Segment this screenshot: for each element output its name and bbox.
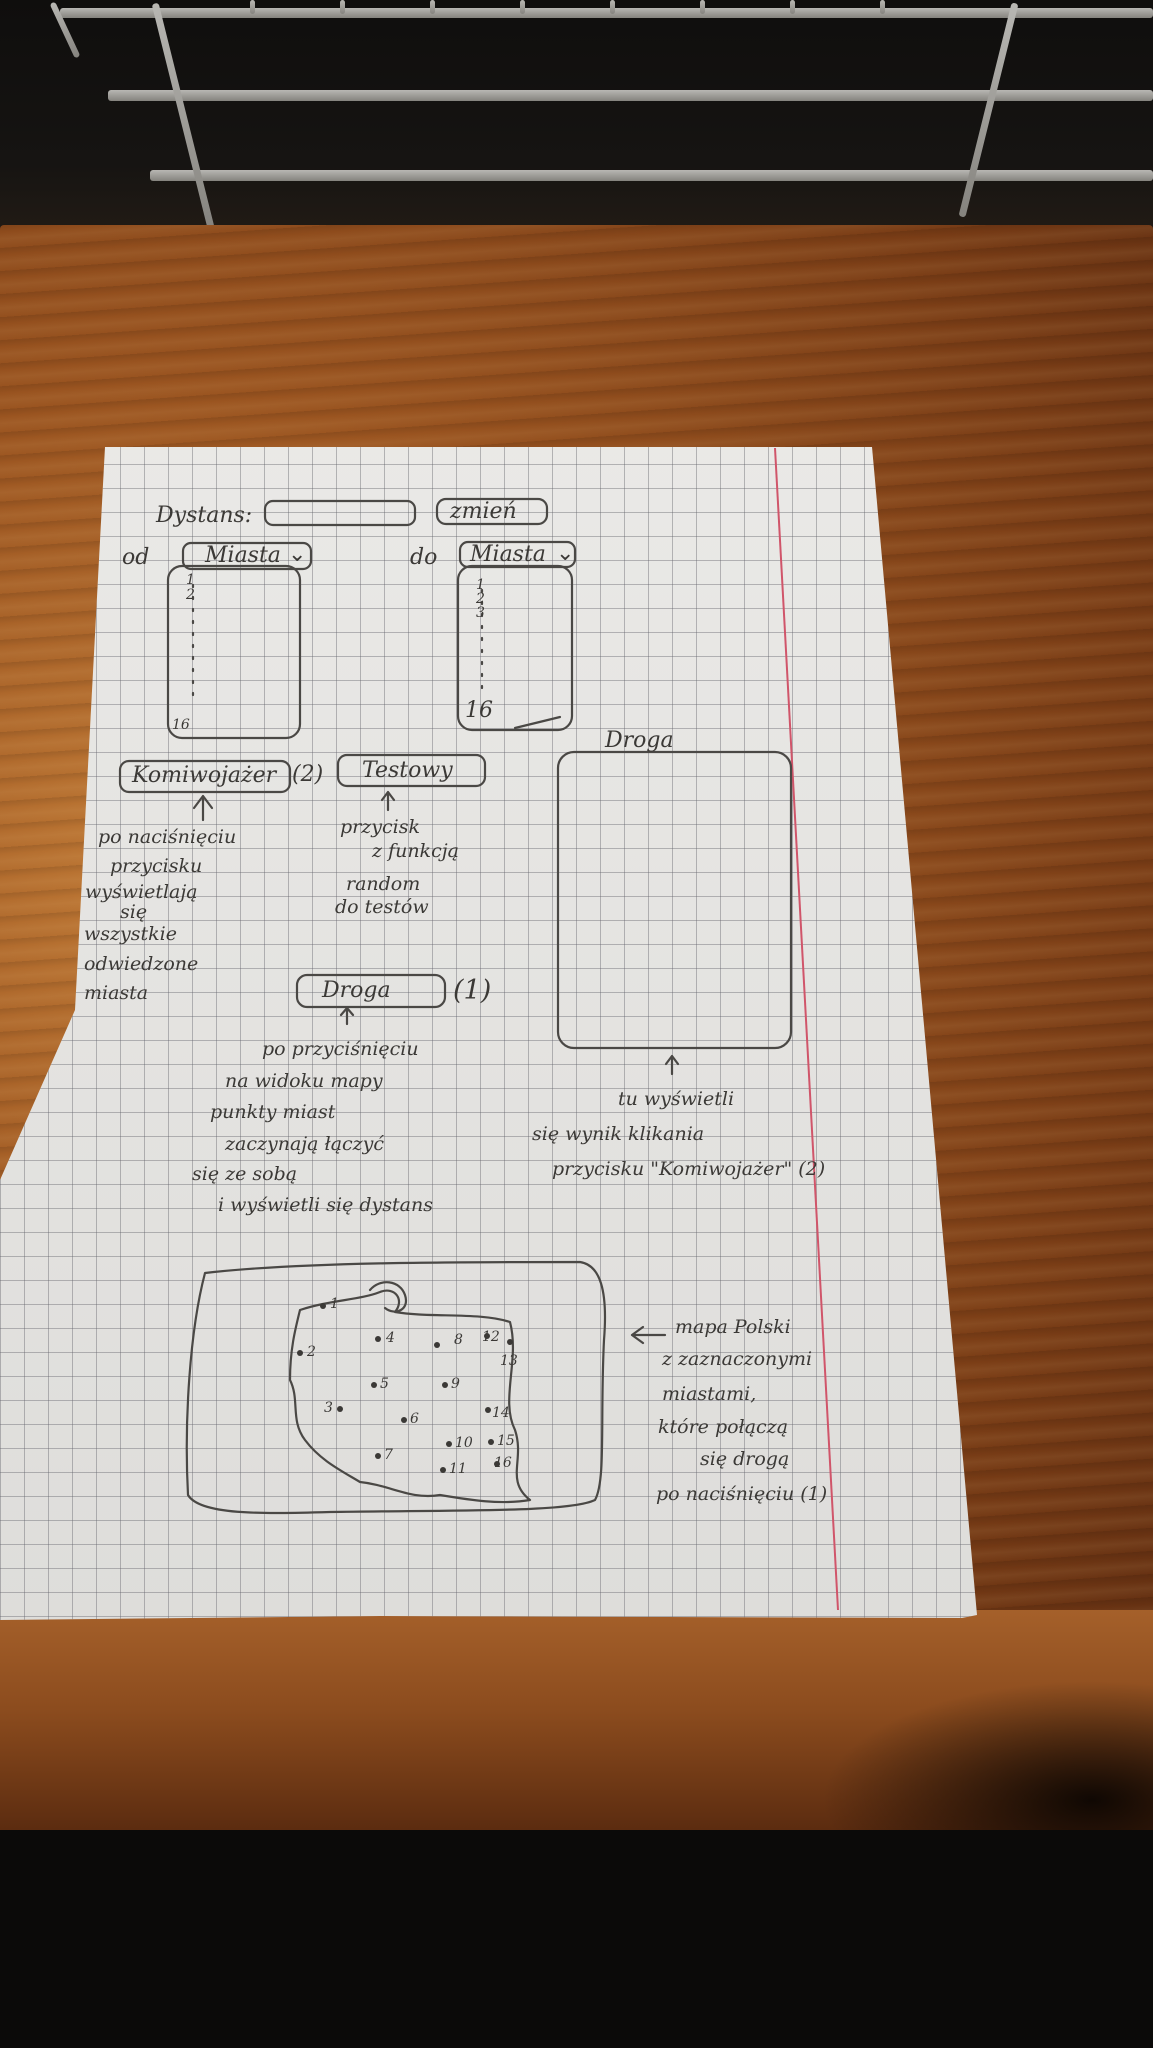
change-button-label: zmień <box>450 499 517 524</box>
floor <box>0 1830 1153 2048</box>
route-marker: (1) <box>453 975 492 1006</box>
salesman-button-label: Komiwojażer <box>132 763 277 788</box>
map-city-number: 14 <box>492 1405 510 1421</box>
map-city-number: 6 <box>410 1411 419 1427</box>
cage-bar <box>108 90 1153 101</box>
list-item-second: 2 <box>476 591 485 607</box>
change-button-sketch <box>435 497 549 526</box>
cage-bar <box>430 0 435 14</box>
from-label: od <box>122 545 150 570</box>
map-city-number: 8 <box>454 1332 463 1348</box>
map-city-number: 12 <box>482 1329 500 1345</box>
map-city-number: 15 <box>497 1433 515 1449</box>
cage-bar <box>340 0 345 14</box>
note-route-line: punkty miast <box>210 1101 336 1123</box>
chevron-down-icon: ⌄ <box>556 541 575 566</box>
list-item-second: 2 <box>186 587 195 603</box>
salesman-marker: (2) <box>292 762 324 787</box>
wire-cage <box>0 0 1153 235</box>
route-button-sketch <box>295 973 447 1009</box>
note-map-line: z zaznaczonymi <box>662 1348 813 1370</box>
note-route-line: na widoku mapy <box>225 1070 383 1092</box>
note-result-line: przycisku "Komiwojażer" (2) <box>552 1158 826 1180</box>
map-city-number: 9 <box>451 1376 460 1392</box>
map-city-number: 13 <box>500 1353 518 1369</box>
map-frame-sketch <box>185 1260 607 1515</box>
map-city-number: 1 <box>330 1296 339 1312</box>
note-salesman-line: po naciśnięciu <box>98 826 237 848</box>
to-list-sketch <box>456 564 574 732</box>
route-panel-title: Droga <box>605 728 674 753</box>
map-city-number: 5 <box>380 1376 389 1392</box>
cage-bar <box>700 0 705 14</box>
test-button-label: Testowy <box>362 758 453 783</box>
route-result-panel-sketch <box>556 750 793 1050</box>
map-city-number: 7 <box>384 1447 393 1463</box>
note-test-line: z funkcją <box>372 840 459 862</box>
note-map-line: się drogą <box>700 1448 790 1470</box>
list-item-first: 1 <box>186 572 195 588</box>
salesman-button-sketch <box>118 759 292 794</box>
route-button-label: Droga <box>322 978 391 1003</box>
map-city-number: 2 <box>307 1344 316 1360</box>
cage-bar <box>150 170 1153 181</box>
note-test-line: do testów <box>335 896 429 918</box>
from-dropdown-label: Miasta <box>205 543 281 568</box>
note-salesman-line: przycisku <box>110 855 203 877</box>
note-salesman-line: wszystkie <box>84 923 177 945</box>
list-item-last: 16 <box>465 698 493 723</box>
note-map-line: które połączą <box>658 1416 789 1438</box>
note-map-line: miastami, <box>662 1383 757 1405</box>
note-salesman-line: miasta <box>84 982 149 1004</box>
map-city-number: 4 <box>386 1330 395 1346</box>
test-button-sketch <box>336 753 487 788</box>
note-test-line: random <box>346 873 421 895</box>
map-city-number: 16 <box>494 1455 512 1471</box>
distance-input-sketch <box>263 499 417 527</box>
note-salesman-line: odwiedzone <box>84 953 199 975</box>
note-route-line: się ze sobą <box>192 1163 298 1185</box>
cage-bar <box>60 8 1153 18</box>
note-salesman-line: się <box>120 901 148 923</box>
note-route-line: i wyświetli się dystans <box>218 1194 433 1216</box>
map-city-number: 10 <box>455 1435 473 1451</box>
note-result-line: tu wyświetli <box>618 1088 735 1110</box>
to-label: do <box>410 545 438 570</box>
note-route-line: zaczynają łączyć <box>225 1133 385 1155</box>
note-route-line: po przyciśnięciu <box>262 1038 419 1060</box>
cage-bar <box>520 0 525 14</box>
graph-paper-sheet <box>0 447 977 1620</box>
note-result-line: się wynik klikania <box>532 1123 705 1145</box>
note-salesman-line: wyświetlają <box>85 881 198 903</box>
to-dropdown-label: Miasta <box>470 542 546 567</box>
note-map-line: mapa Polski <box>675 1316 791 1338</box>
distance-label: Dystans: <box>156 503 253 528</box>
note-test-line: przycisk <box>340 816 420 838</box>
note-map-line: po naciśnięciu (1) <box>656 1483 828 1505</box>
from-list-sketch <box>166 564 302 740</box>
list-item-third: 3 <box>476 605 485 621</box>
chevron-down-icon: ⌄ <box>288 542 307 567</box>
cage-bar <box>790 0 795 14</box>
from-dropdown-sketch <box>181 541 313 571</box>
list-item-last: 16 <box>172 717 190 733</box>
map-city-number: 11 <box>449 1461 467 1477</box>
cage-bar <box>250 0 255 14</box>
map-city-number: 3 <box>324 1400 333 1416</box>
cage-bar <box>880 0 885 14</box>
cage-bar <box>610 0 615 14</box>
list-item-first: 1 <box>476 577 485 593</box>
